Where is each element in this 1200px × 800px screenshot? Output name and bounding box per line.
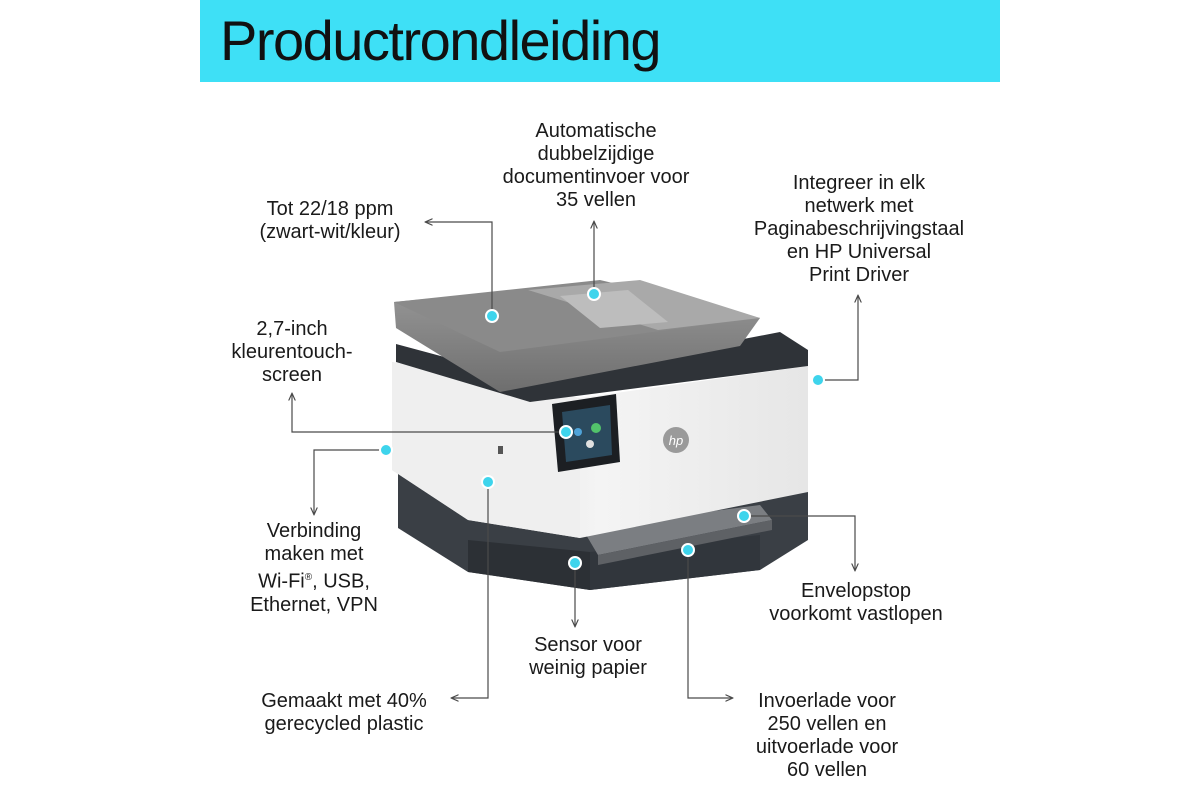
hp-logo bbox=[663, 427, 689, 453]
callout-speed-line: (zwart-wit/kleur) bbox=[259, 221, 401, 243]
callout-network-line: en HP Universal bbox=[786, 241, 932, 263]
connector-lines bbox=[292, 222, 858, 698]
callout-network-line: netwerk met bbox=[804, 195, 914, 217]
callout-adf: Automatische dubbelzijdige documentinvoe… bbox=[486, 120, 706, 212]
connector-connectivity bbox=[314, 449, 386, 514]
connector-touchscreen bbox=[292, 394, 566, 433]
hotspot-network[interactable] bbox=[811, 373, 825, 387]
wifi-text: Wi-Fi bbox=[258, 570, 305, 593]
callout-adf-line: Automatische bbox=[535, 120, 657, 142]
callout-speed-line: Tot 22/18 ppm bbox=[266, 198, 394, 220]
callout-recycled-line: Gemaakt met 40% bbox=[261, 690, 427, 712]
callout-touchscreen-line: kleurentouch- bbox=[231, 341, 353, 363]
registered-mark: ® bbox=[304, 572, 313, 583]
hotspot-connectivity[interactable] bbox=[379, 443, 393, 457]
callout-network-line: Integreer in elk bbox=[792, 172, 926, 194]
hp-logo-text: hp bbox=[669, 433, 683, 448]
hotspot-trays[interactable] bbox=[681, 543, 695, 557]
callout-sensor-line: Sensor voor bbox=[534, 634, 642, 656]
callout-network-line: Print Driver bbox=[808, 264, 909, 286]
connector-network bbox=[818, 296, 858, 381]
callout-connectivity-line: Wi-Fi®, USB, bbox=[230, 566, 398, 594]
callout-trays-line: Invoerlade voor bbox=[758, 690, 896, 712]
page-title: Productrondleiding bbox=[220, 9, 661, 72]
callout-connectivity-line: maken met bbox=[264, 543, 364, 565]
callout-recycled: Gemaakt met 40% gerecycled plastic bbox=[244, 690, 444, 736]
hotspot-touchscreen[interactable] bbox=[559, 425, 573, 439]
hotspot-recycled[interactable] bbox=[481, 475, 495, 489]
hotspot-speed[interactable] bbox=[485, 309, 499, 323]
printer-illustration: hp bbox=[392, 280, 808, 590]
callout-trays-line: uitvoerlade voor bbox=[755, 736, 899, 758]
connector-envelope bbox=[744, 515, 855, 570]
callout-trays: Invoerlade voor 250 vellen en uitvoerlad… bbox=[732, 690, 922, 782]
callout-sensor-line: weinig papier bbox=[529, 657, 647, 679]
connector-recycled bbox=[452, 482, 489, 698]
callout-network-line: Paginabeschrijvingstaal bbox=[753, 218, 965, 240]
hotspot-adf[interactable] bbox=[587, 287, 601, 301]
callout-adf-line: 35 vellen bbox=[555, 189, 637, 211]
usb-text: , USB, bbox=[312, 570, 370, 593]
callout-adf-line: documentinvoer voor bbox=[502, 166, 690, 188]
callout-touchscreen-line: 2,7-inch bbox=[256, 318, 328, 340]
output-tray bbox=[582, 505, 772, 555]
hotspot-sensor[interactable] bbox=[568, 556, 582, 570]
callout-connectivity-line: Verbinding bbox=[266, 520, 362, 542]
hotspot-envelope[interactable] bbox=[737, 509, 751, 523]
hotspots bbox=[379, 287, 825, 570]
callout-trays-line: 60 vellen bbox=[786, 759, 868, 781]
callout-speed: Tot 22/18 ppm (zwart-wit/kleur) bbox=[240, 198, 420, 244]
connector-speed bbox=[426, 222, 493, 316]
callout-trays-line: 250 vellen en bbox=[767, 713, 887, 735]
header-banner: Productrondleiding bbox=[200, 0, 1000, 82]
callout-connectivity-line: Ethernet, VPN bbox=[250, 593, 378, 616]
callout-envelope: Envelopstop voorkomt vastlopen bbox=[746, 580, 966, 626]
callout-touchscreen-line: screen bbox=[261, 364, 323, 386]
callout-sensor: Sensor voor weinig papier bbox=[500, 634, 676, 680]
callout-touchscreen: 2,7-inch kleurentouch- screen bbox=[212, 318, 372, 387]
callout-envelope-line: voorkomt vastlopen bbox=[769, 603, 943, 625]
callout-recycled-line: gerecycled plastic bbox=[264, 713, 424, 735]
connector-trays bbox=[687, 550, 732, 698]
callout-network: Integreer in elk netwerk met Paginabesch… bbox=[736, 172, 982, 287]
callout-connectivity: Verbinding maken met Wi-Fi®, USB, Ethern… bbox=[230, 520, 398, 617]
callout-adf-line: dubbelzijdige bbox=[537, 143, 655, 165]
callout-envelope-line: Envelopstop bbox=[800, 580, 912, 602]
